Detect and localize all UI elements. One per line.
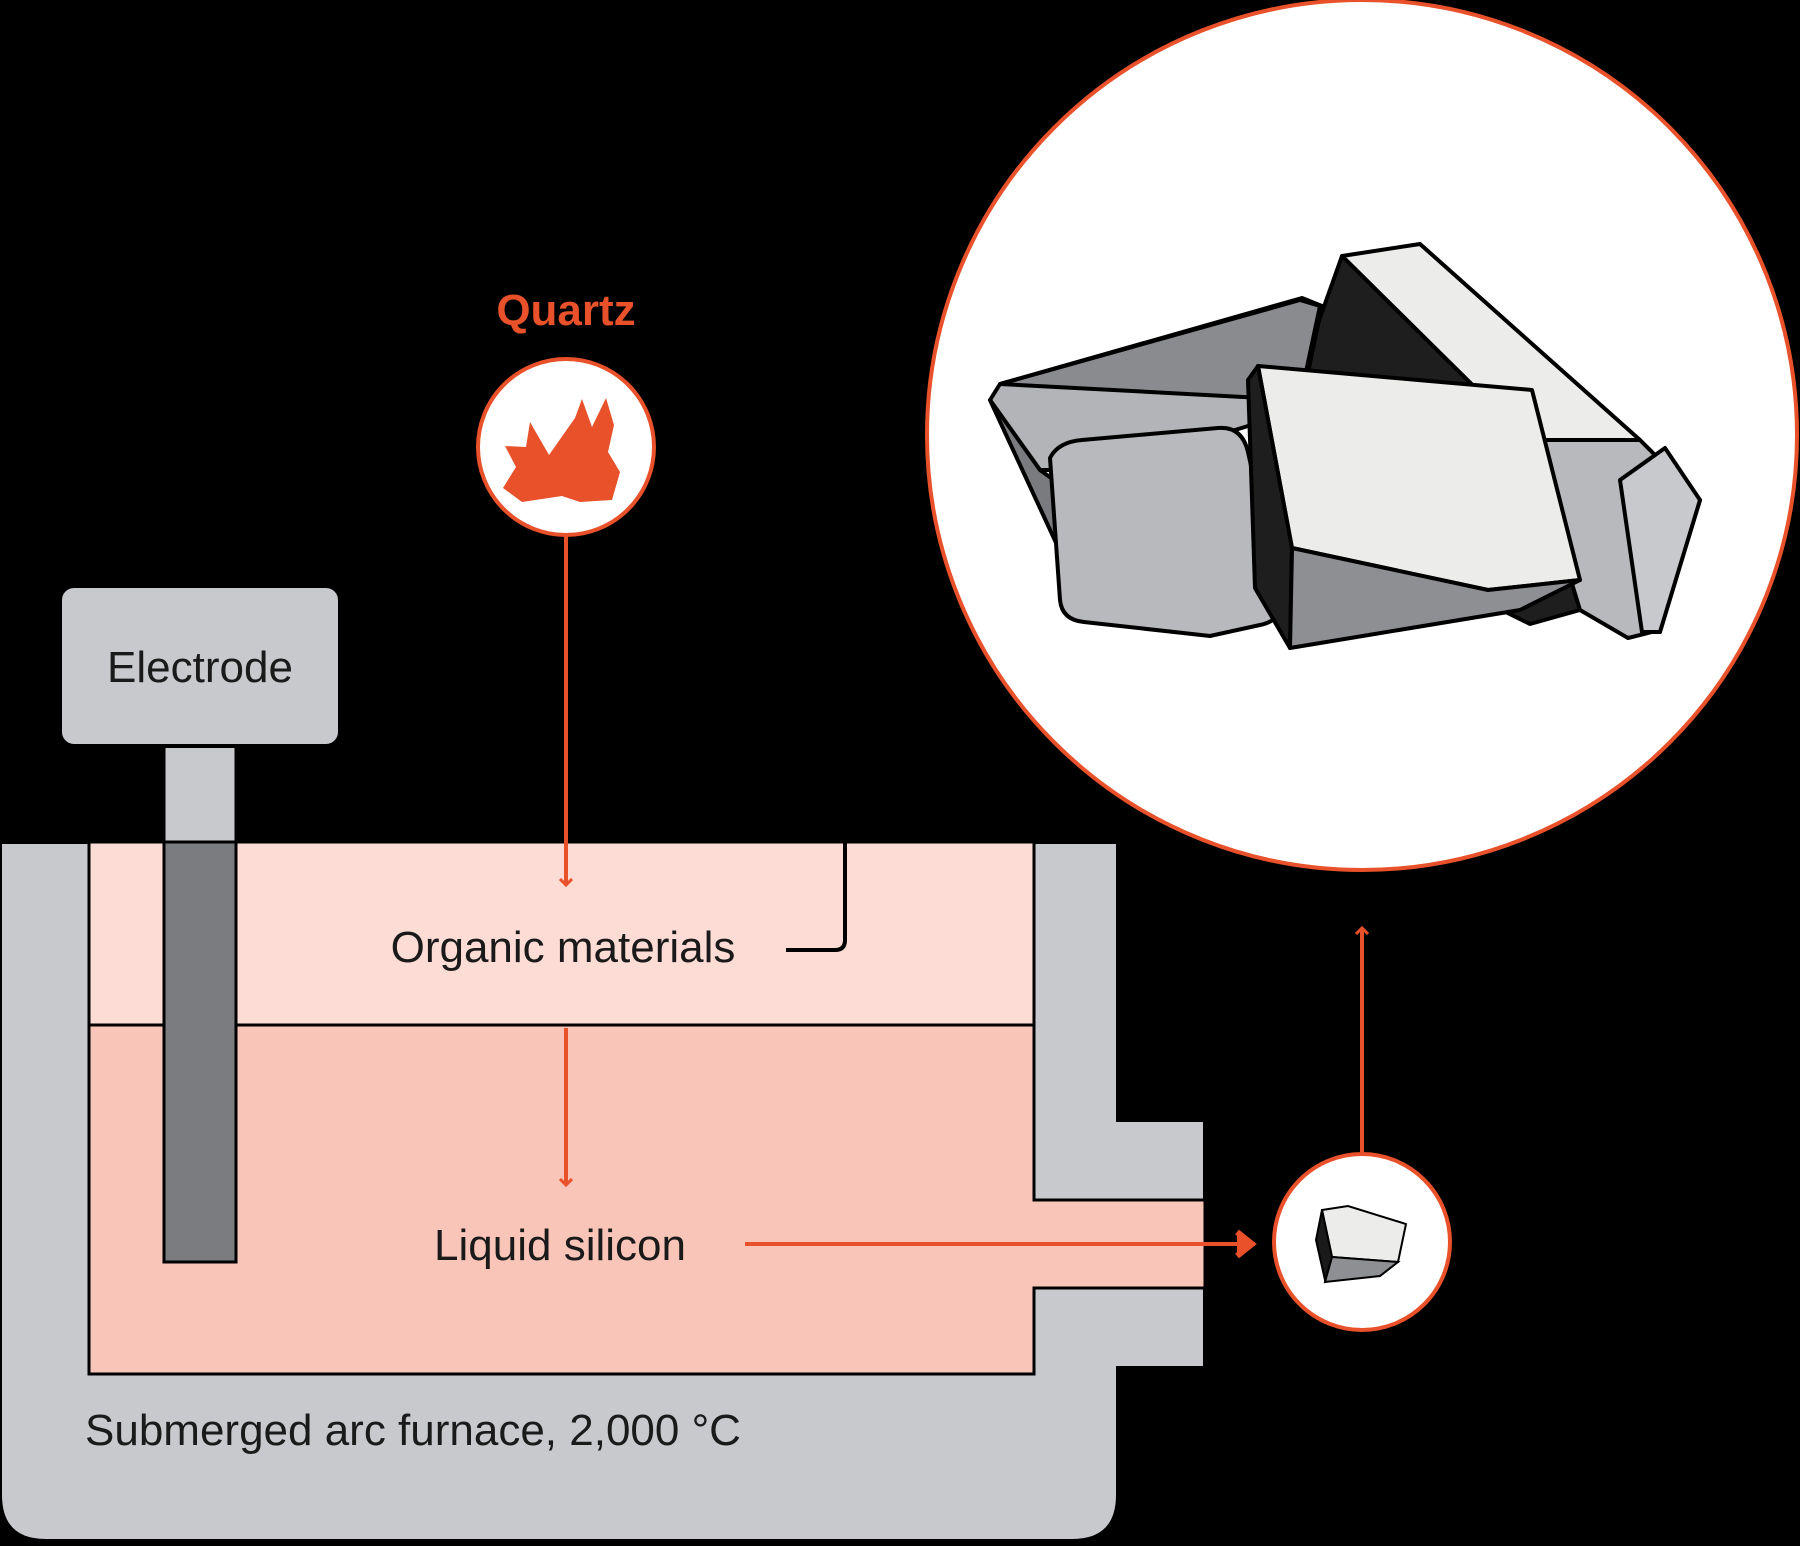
gas-suffix: O [942, 736, 976, 785]
electrode-label: Electrode [107, 643, 293, 692]
silicon-zoom [925, 0, 1799, 872]
quartz-crystal-icon [503, 398, 620, 502]
gas-arrowhead [831, 804, 859, 824]
organic-layer [87, 840, 1036, 1027]
electrode-stem [162, 743, 238, 847]
furnace [0, 840, 1207, 1543]
silicon-chunks-illustration [988, 242, 1702, 650]
organic-materials-label: Organic materials [391, 923, 736, 972]
gas-sio2: SiO [688, 736, 764, 785]
output-arrowhead [1235, 1229, 1257, 1259]
silicon-output [1272, 928, 1452, 1332]
electrode-head [58, 584, 342, 748]
gas-sub1: 2 [764, 760, 780, 791]
gas-mid: , CO, H [779, 736, 926, 785]
quartz-label: Quartz [496, 286, 635, 335]
furnace-label: Submerged arc furnace, 2,000 °C [85, 1406, 741, 1455]
gas-arrow [786, 810, 847, 952]
electrode-rod [162, 840, 238, 1264]
silicon-chunk-icon [1314, 1204, 1408, 1284]
liquid-silicon-label: Liquid silicon [434, 1221, 686, 1270]
quartz-input: Quartz [476, 286, 656, 885]
liquid-silicon-layer [87, 1023, 1207, 1376]
electrode: Electrode [58, 584, 342, 1264]
gas-sub2: 2 [926, 760, 942, 791]
gas-label: SiO2, CO, H2O [688, 736, 976, 791]
